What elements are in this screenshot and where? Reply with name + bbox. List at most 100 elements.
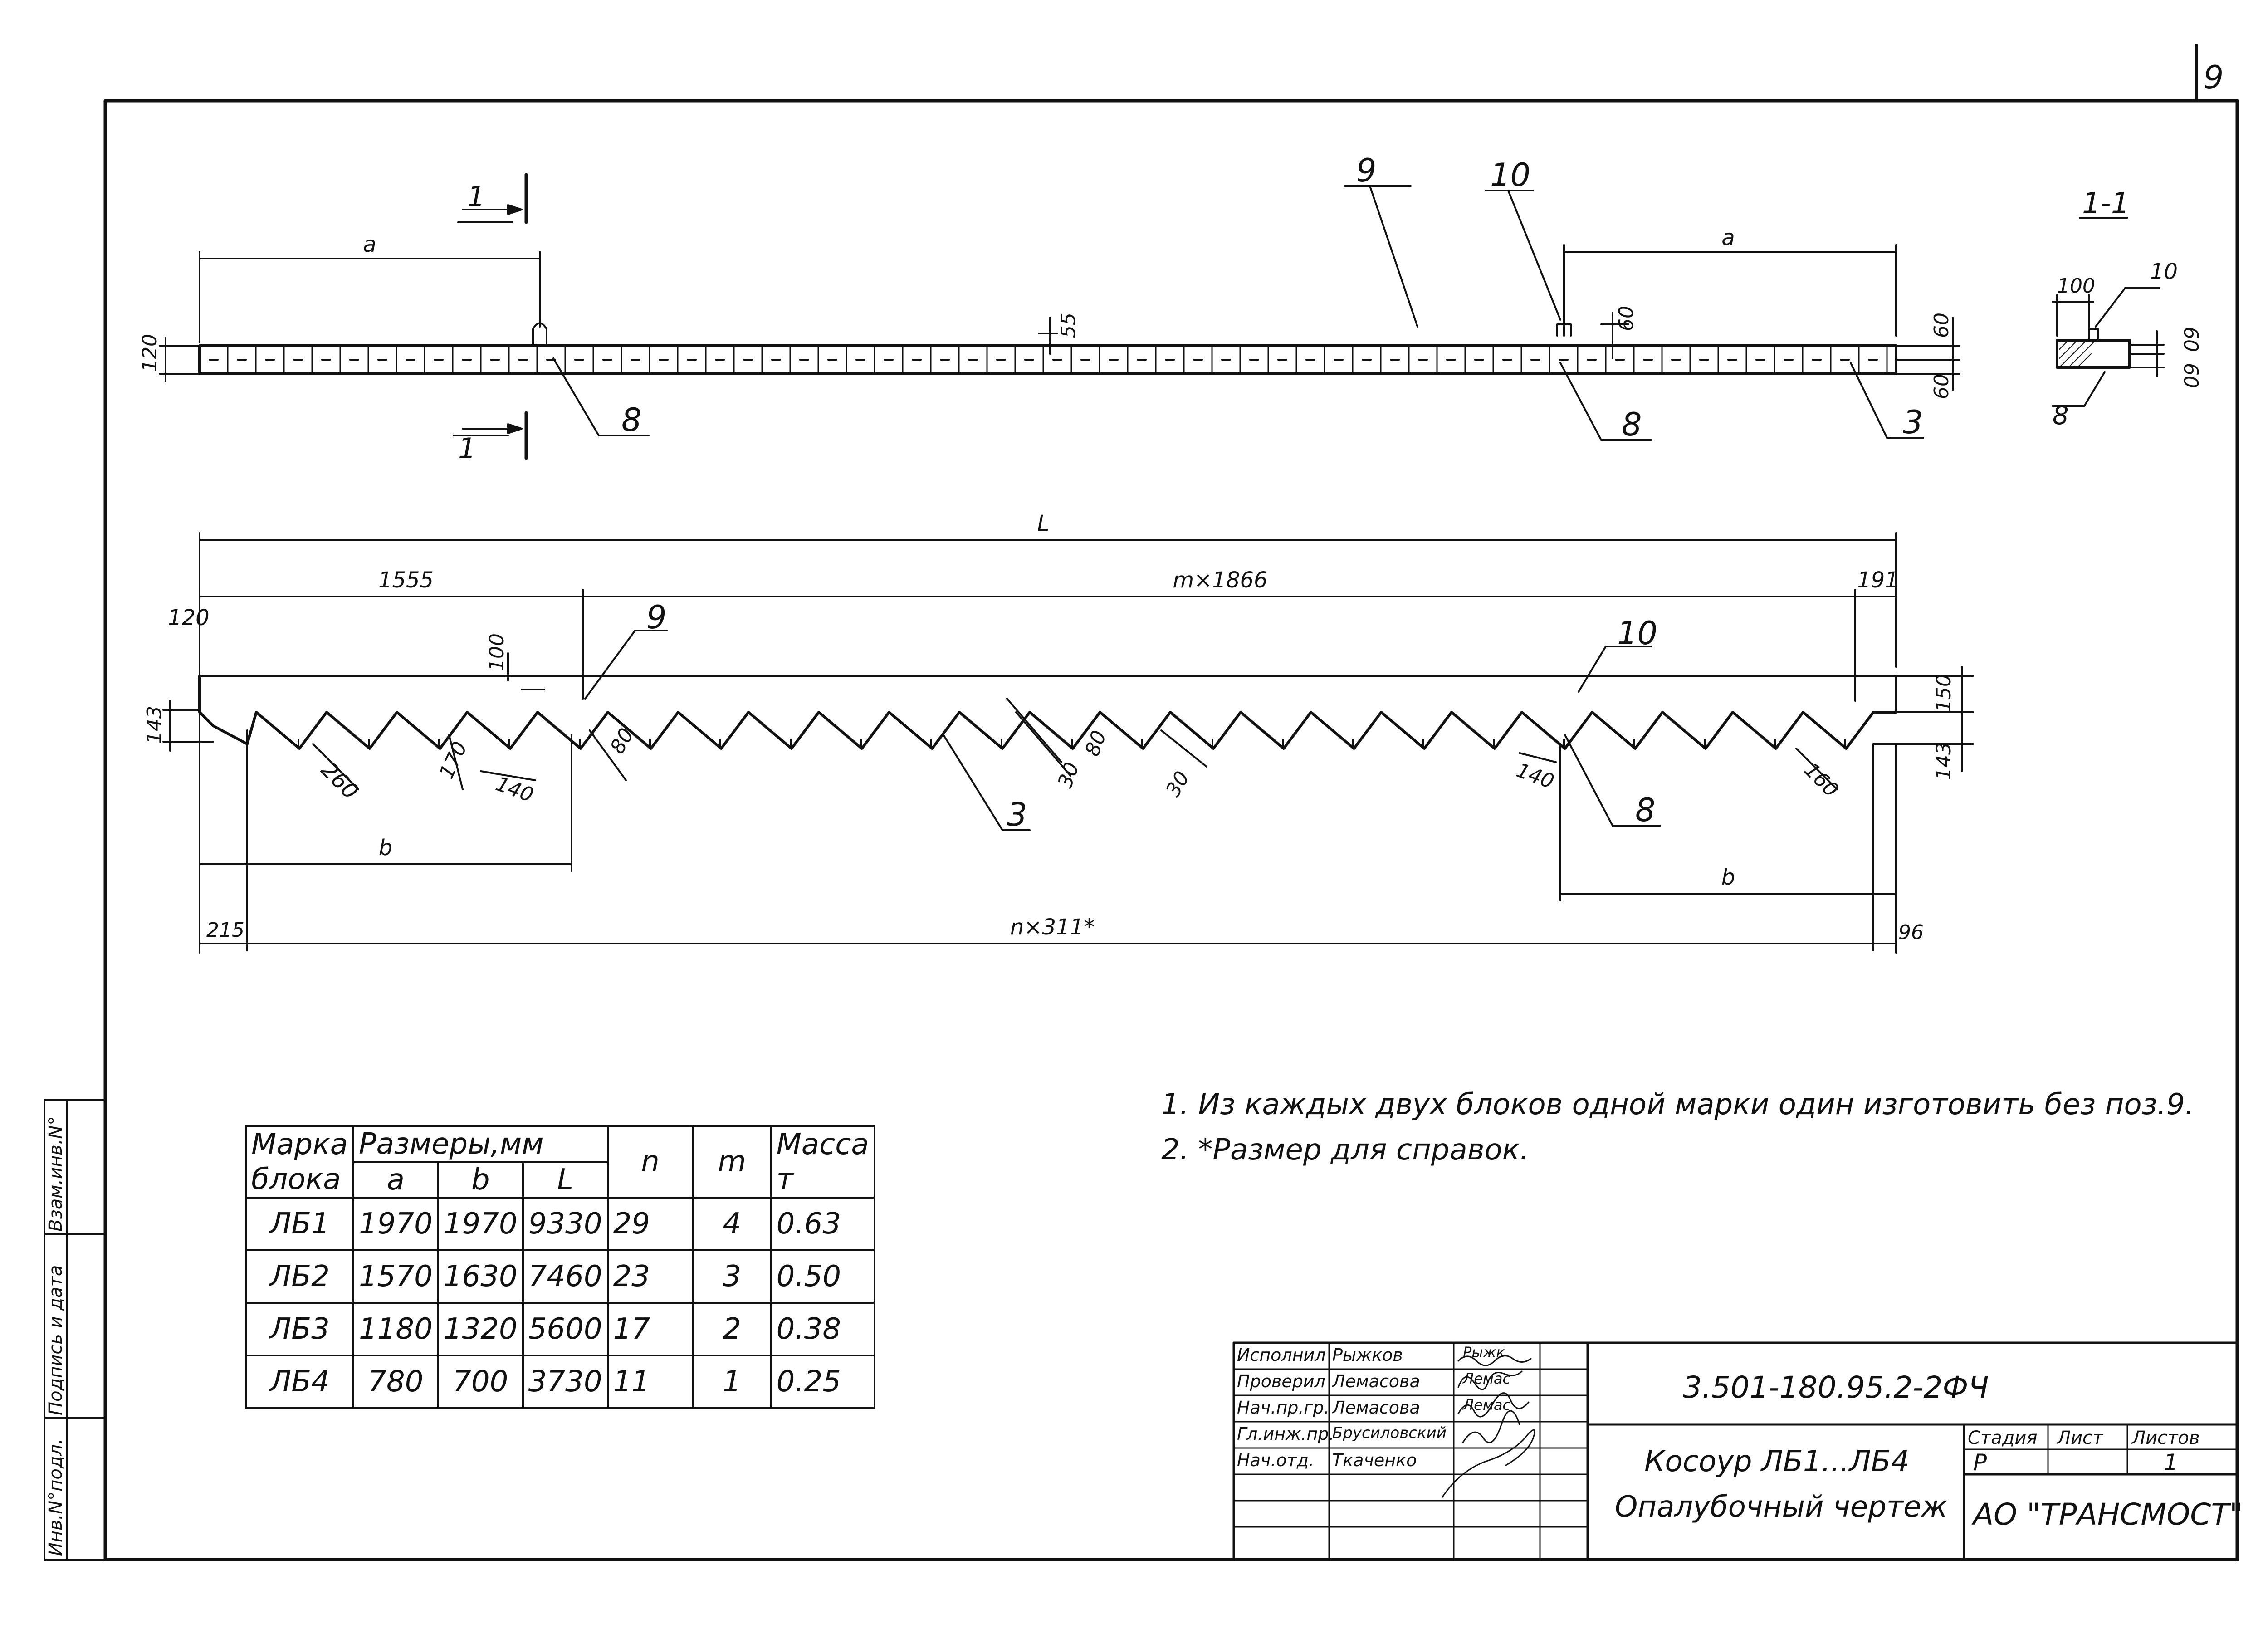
table-row: ЛБ3 1180 1320 5600 17 2 0.38 [245, 1302, 875, 1356]
note-1: 1. Из каждых двух блоков одной марки оди… [1161, 1088, 2195, 1121]
cell-m: 3 [692, 1249, 772, 1304]
plan-dim-55: 55 [1057, 313, 1080, 338]
spec-table: Марка Размеры,мм n m Масса блока a b L т… [245, 1125, 875, 1409]
tb-role-4: Гл.инж.пр. [1237, 1424, 1334, 1444]
elev-dim-150: 150 [1932, 674, 1955, 712]
elev-dim-30a: 30 [1053, 759, 1084, 791]
tb-sign-1: Рыжк [1463, 1344, 1505, 1361]
cell-mark: ЛБ2 [245, 1249, 354, 1304]
elev-dim-b-right: b [1721, 865, 1735, 890]
cell-b: 1320 [437, 1302, 524, 1356]
cell-L: 7460 [522, 1249, 609, 1304]
note-2: 2. *Размер для справок. [1161, 1133, 1529, 1167]
cell-mark: ЛБ4 [245, 1355, 354, 1409]
plan-dim-a-left: a [363, 232, 376, 257]
elev-dim-96: 96 [1898, 921, 1924, 944]
cell-mass: 0.50 [770, 1249, 875, 1304]
tb-sheet-label: Лист [2057, 1428, 2103, 1448]
elev-dim-80-left: 80 [606, 724, 638, 758]
elev-dim-30b: 30 [1161, 768, 1194, 801]
tb-stage-label: Стадия [1968, 1428, 2038, 1448]
elev-dim-100: 100 [485, 633, 508, 671]
th-mass: Масса [770, 1125, 875, 1162]
elev-dim-215: 215 [206, 919, 244, 942]
th-n: n [606, 1125, 694, 1199]
elevation-view [162, 532, 1974, 954]
elev-dim-1555: 1555 [378, 567, 434, 593]
cell-a: 1570 [352, 1249, 439, 1304]
th-m: m [692, 1125, 772, 1199]
tb-name-2: Лемасова [1332, 1371, 1420, 1391]
tb-organization: АО "ТРАНСМОСТ" [1973, 1497, 2244, 1532]
cell-n: 23 [606, 1249, 694, 1304]
th-mass-unit: т [770, 1162, 875, 1199]
tb-stage: Р [1973, 1449, 1987, 1476]
cell-m: 1 [692, 1355, 772, 1409]
tb-role-2: Проверил [1237, 1371, 1325, 1391]
plan-sec-mark-top: 1 [467, 180, 485, 213]
cell-a: 1970 [352, 1197, 439, 1251]
cell-L: 5600 [522, 1302, 609, 1356]
tb-name-3: Лемасова [1332, 1398, 1420, 1418]
elev-dim-143-right: 143 [1932, 742, 1955, 780]
cell-a: 1180 [352, 1302, 439, 1356]
elev-dim-n311: n×311* [1010, 915, 1095, 940]
notes: 1. Из каждых двух блоков одной марки оди… [1161, 1082, 2194, 1173]
cell-b: 700 [437, 1355, 524, 1409]
th-sizes: Размеры,мм [352, 1125, 609, 1163]
table-row: ЛБ1 1970 1970 9330 29 4 0.63 [245, 1197, 875, 1251]
plan-dim-60-r1: 60 [1930, 313, 1953, 338]
table-row: ЛБ2 1570 1630 7460 23 3 0.50 [245, 1249, 875, 1304]
elev-dim-260: 260 [316, 757, 363, 804]
tb-name-4: Брусиловский [1332, 1424, 1447, 1442]
cell-mark: ЛБ3 [245, 1302, 354, 1356]
tb-role-3: Нач.пр.гр. [1237, 1398, 1330, 1418]
cell-mass: 0.63 [770, 1197, 875, 1251]
plan-dim-120: 120 [138, 334, 161, 372]
tb-name-1: Рыжков [1332, 1345, 1403, 1365]
cell-mark: ЛБ1 [245, 1197, 354, 1251]
elev-dim-m1866: m×1866 [1173, 567, 1267, 593]
plan-callout-9: 9 [1356, 152, 1377, 189]
section-dim-60-b: 60 [2179, 363, 2202, 388]
plan-view-segments [199, 345, 1906, 375]
cell-b: 1970 [437, 1197, 524, 1251]
cell-L: 9330 [522, 1197, 609, 1251]
section-callout-8: 8 [2053, 401, 2069, 431]
plan-dim-60-r2: 60 [1930, 374, 1953, 399]
elev-dim-160: 160 [1799, 758, 1843, 802]
plan-callout-8-left: 8 [621, 401, 642, 439]
tb-title-2: Опалубочный чертеж [1615, 1490, 1948, 1524]
tb-role-5: Нач.отд. [1237, 1450, 1315, 1470]
elev-callout-9: 9 [646, 599, 667, 636]
plan-dim-a-right: a [1721, 225, 1735, 250]
section-dim-60-a: 60 [2179, 327, 2202, 352]
th-b: b [437, 1161, 524, 1199]
elev-dim-143-left: 143 [143, 706, 166, 744]
tb-sheet: 1 [2164, 1449, 2178, 1476]
stamp-vzam-inv: Взам.инв.N° [45, 1116, 66, 1232]
th-L: L [522, 1161, 609, 1199]
section-view [2052, 217, 2165, 407]
elev-callout-10: 10 [1617, 615, 1657, 652]
elev-dim-b-left: b [379, 835, 392, 861]
elev-dim-170: 170 [435, 738, 472, 783]
plan-dim-60-mid: 60 [1615, 306, 1638, 331]
plan-view [159, 173, 1960, 460]
th-mark-2: блока [245, 1162, 354, 1199]
cell-L: 3730 [522, 1355, 609, 1409]
tb-doc-code: 3.501-180.95.2-2ФЧ [1683, 1370, 1989, 1405]
tb-sign-2: Лемас [1463, 1370, 1511, 1387]
stamp-podpis-data: Подпись и дата [45, 1265, 66, 1415]
elev-dim-L: L [1037, 511, 1050, 536]
section-callout-10: 10 [2150, 259, 2178, 284]
section-title: 1-1 [2082, 187, 2130, 220]
section-dim-100: 100 [2057, 274, 2095, 298]
plan-callout-10: 10 [1490, 157, 1530, 194]
tb-sign-3: Лемас [1463, 1396, 1511, 1414]
sheet-number: 9 [2204, 59, 2224, 96]
elev-dim-191: 191 [1857, 567, 1899, 593]
elev-dim-120: 120 [168, 605, 210, 631]
elev-dim-140-right: 140 [1513, 758, 1557, 793]
